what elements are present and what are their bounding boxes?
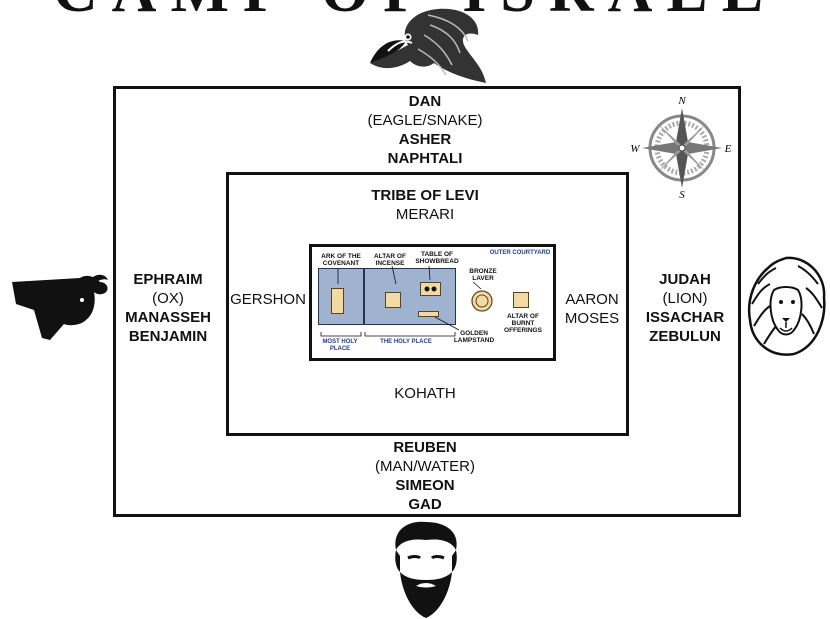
tribe-simeon: SIMEON	[395, 477, 455, 494]
lion-icon	[747, 256, 826, 356]
camp-outer-boundary	[113, 86, 741, 517]
compass-rose-icon: N S E W	[630, 95, 732, 201]
tribe-asher: ASHER	[398, 131, 452, 148]
tribe-dan: DAN	[408, 93, 442, 110]
eagle-icon	[370, 8, 486, 84]
tribe-gad: GAD	[408, 496, 442, 513]
symbol-man-water: (MAN/WATER)	[375, 458, 475, 475]
clan-merari: MERARI	[395, 206, 455, 223]
compass-s: S	[679, 189, 685, 201]
altar-of-incense	[385, 292, 401, 308]
north-tribes: DAN (EAGLE/SNAKE) ASHER NAPHTALI	[330, 92, 520, 168]
tribe-zebulun: ZEBULUN	[649, 328, 721, 345]
west-tribes: EPHRAIM (OX) MANASSEH BENJAMIN	[113, 270, 223, 346]
ark-of-covenant	[331, 288, 344, 314]
clan-moses: MOSES	[564, 310, 620, 327]
levi-inner-boundary	[226, 172, 629, 436]
title-fragment: CAMP OF ISRAEL	[0, 0, 830, 27]
altar-of-burnt-offerings	[513, 292, 529, 308]
outer-courtyard-label: OUTER COURTYARD	[489, 250, 551, 256]
compass-n: N	[677, 95, 686, 107]
east-tribes: JUDAH (LION) ISSACHAR ZEBULUN	[630, 270, 740, 346]
tribe-reuben: REUBEN	[393, 439, 457, 456]
showbread-loaves-icon	[424, 286, 437, 292]
tent-veil-divider	[363, 268, 365, 325]
south-tribes: REUBEN (MAN/WATER) SIMEON GAD	[330, 438, 520, 514]
levi-east: AARON MOSES	[557, 290, 627, 328]
clan-aaron: AARON	[565, 291, 619, 308]
symbol-ox: (OX)	[152, 290, 184, 307]
tribe-judah: JUDAH	[659, 271, 711, 288]
symbol-lion: (LION)	[662, 290, 708, 307]
table-of-showbread	[420, 282, 441, 296]
compass-e: E	[724, 143, 732, 155]
clan-kohath: KOHATH	[394, 385, 456, 402]
compass-w: W	[630, 143, 640, 155]
tribe-issachar: ISSACHAR	[645, 309, 725, 326]
ox-icon	[12, 274, 108, 340]
symbol-eagle-snake: (EAGLE/SNAKE)	[367, 112, 483, 129]
golden-lampstand	[418, 311, 439, 317]
man-face-icon	[395, 521, 457, 618]
clan-gershon: GERSHON	[230, 291, 306, 308]
tribe-of-levi-title: TRIBE OF LEVI	[371, 187, 479, 204]
levi-north: TRIBE OF LEVI MERARI	[330, 186, 520, 224]
tribe-benjamin: BENJAMIN	[128, 328, 208, 345]
leader-lines	[320, 265, 482, 337]
tribe-naphtali: NAPHTALI	[387, 150, 463, 167]
tribe-ephraim: EPHRAIM	[133, 271, 203, 288]
holy-place-label: THE HOLY PLACE	[380, 339, 432, 345]
tribe-manasseh: MANASSEH	[125, 309, 211, 326]
bronze-laver	[471, 290, 493, 312]
